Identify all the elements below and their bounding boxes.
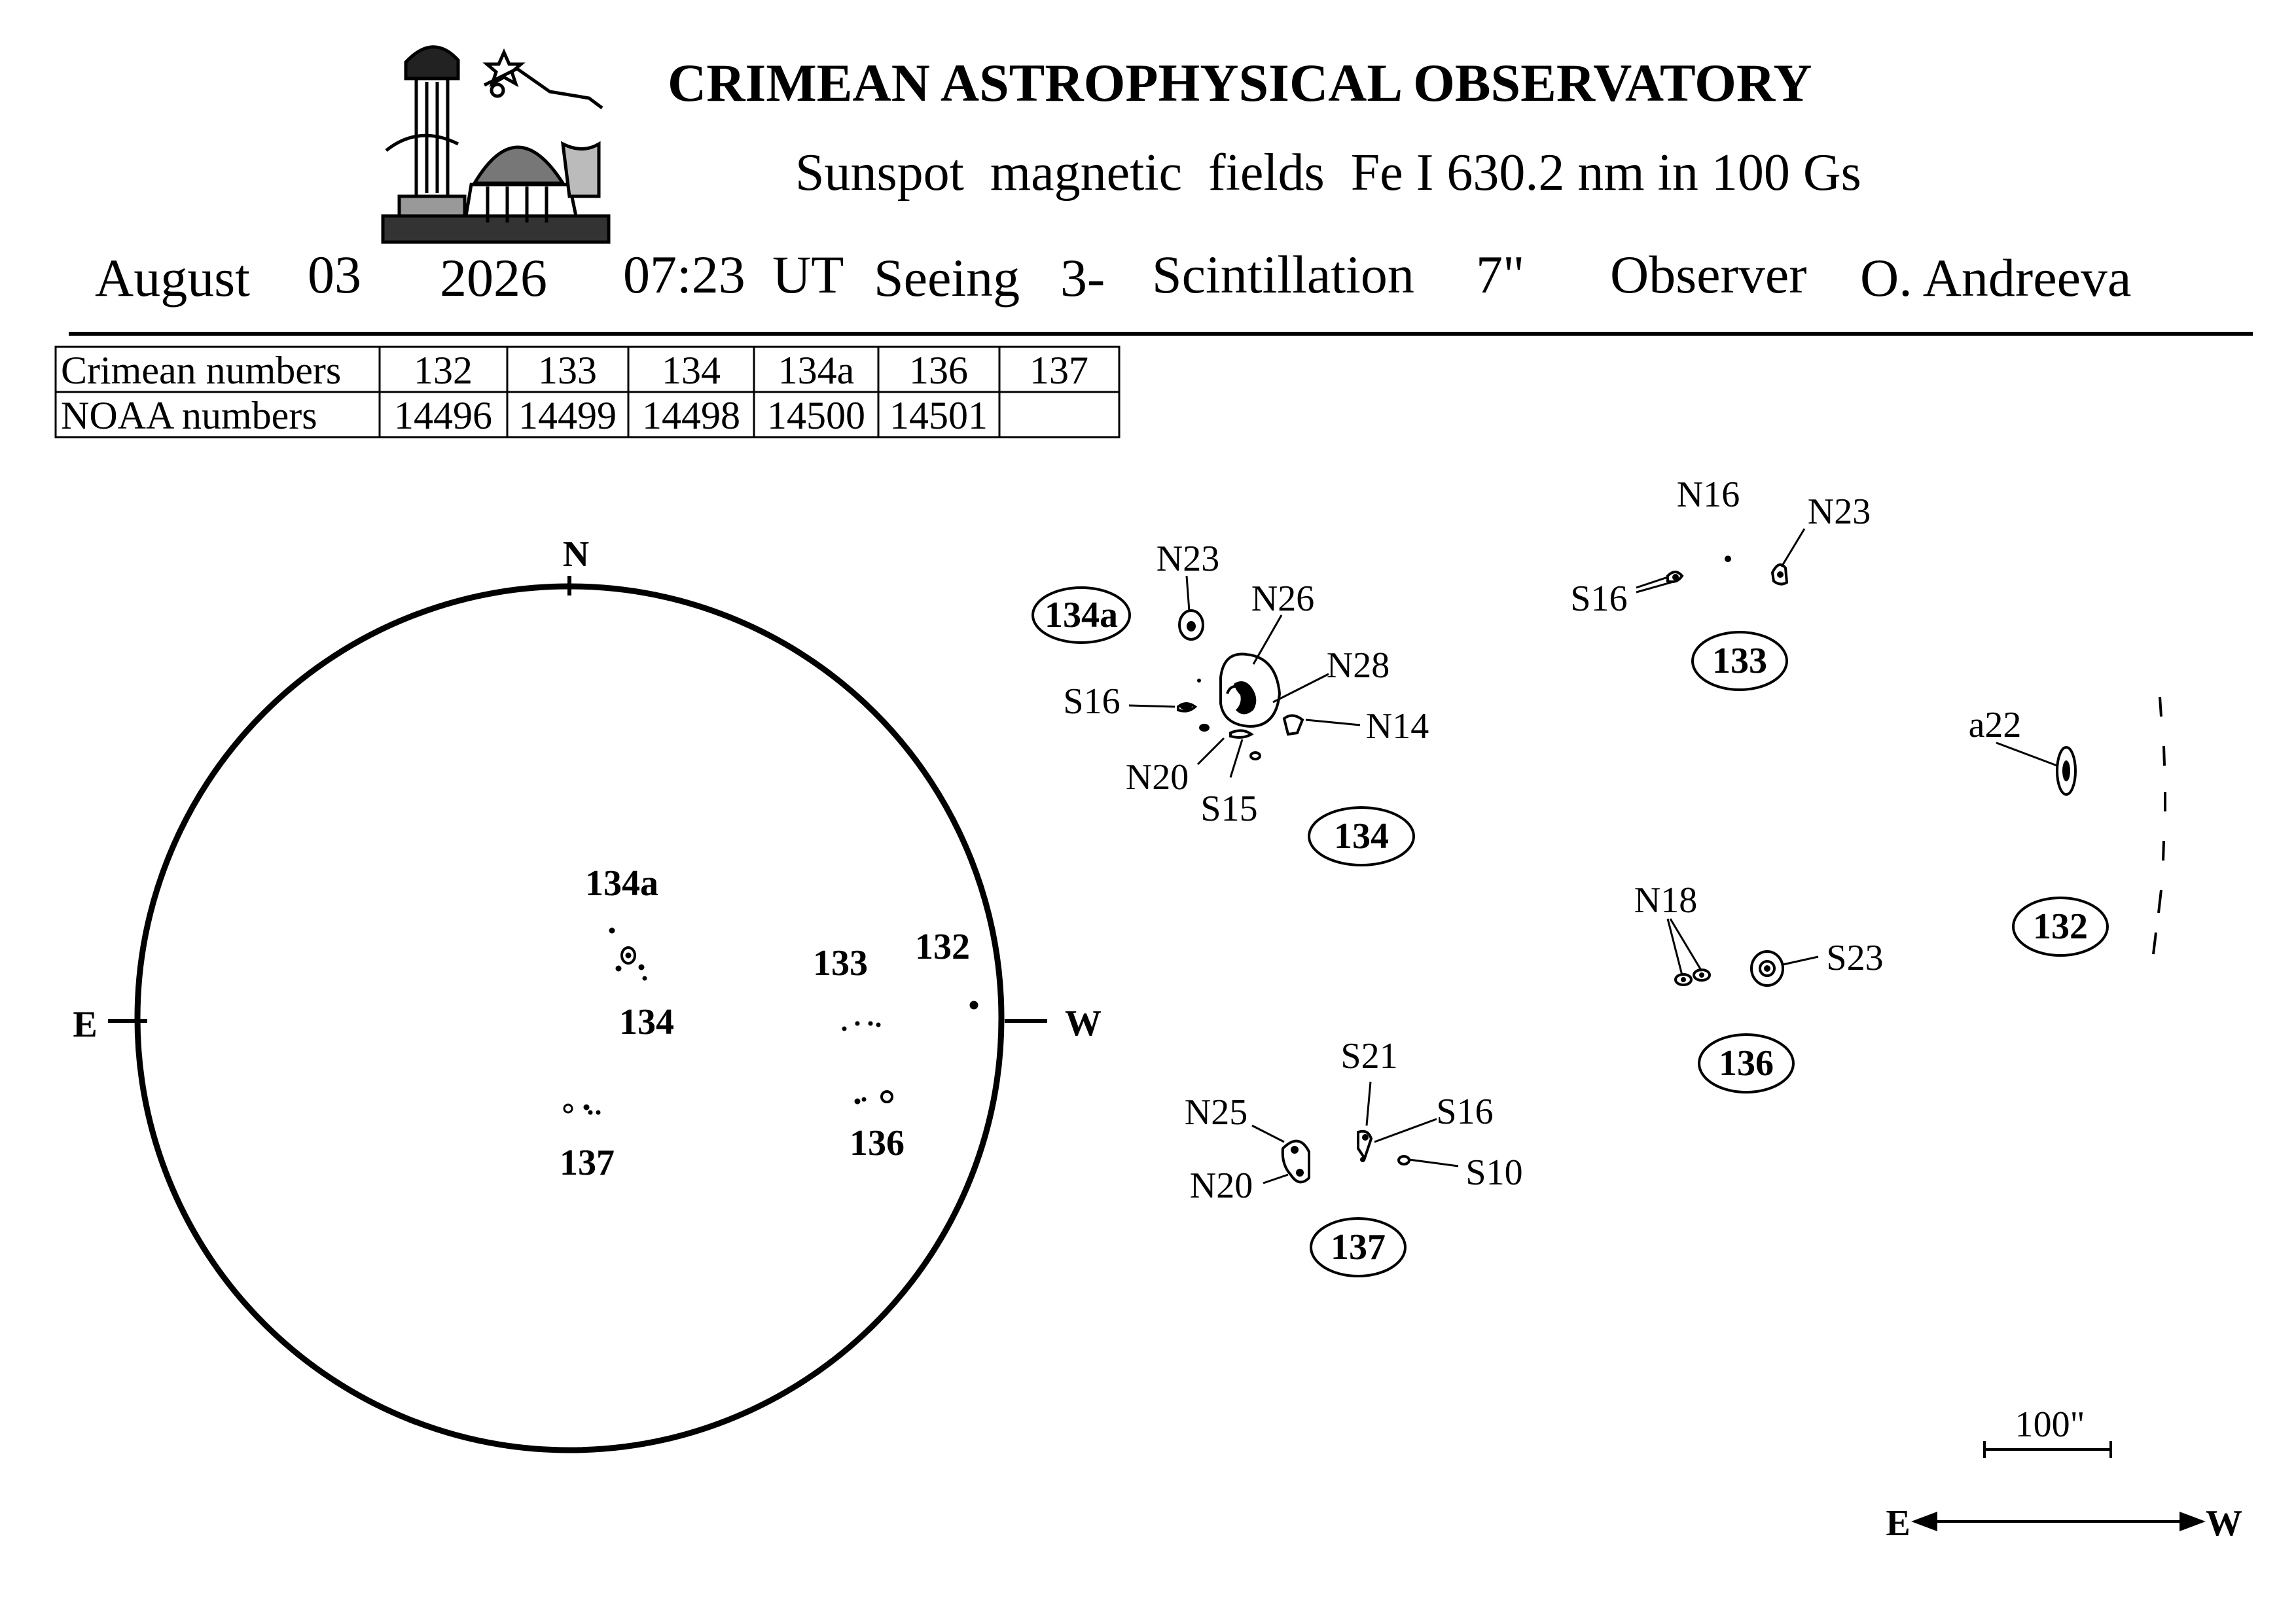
arrow-left-icon bbox=[1911, 1512, 1937, 1531]
obs-seeing-label: Seeing bbox=[874, 248, 1020, 308]
region-137-detail: 137 S21 S16 N25 S10 N20 bbox=[1185, 1036, 1523, 1277]
region-136-badge bbox=[1698, 1033, 1795, 1093]
region-133-name: 133 bbox=[1712, 641, 1767, 681]
obs-seeing-value: 3- bbox=[1060, 248, 1105, 308]
region-134a-badge bbox=[1031, 586, 1131, 644]
disk-region-label: 137 bbox=[560, 1143, 615, 1183]
disk-region-label: 134a bbox=[585, 863, 658, 904]
obs-time-unit: UT bbox=[772, 245, 844, 304]
observation-line: August 03 2026 07:23 UT Seeing 3- Scinti… bbox=[95, 245, 2131, 308]
polarity-label: N28 bbox=[1327, 645, 1390, 686]
west-label: W bbox=[1065, 1003, 1102, 1044]
region-134a-name: 134a bbox=[1045, 595, 1118, 635]
table-cell: 14500 bbox=[767, 394, 865, 437]
obs-time: 07:23 bbox=[623, 245, 745, 304]
obs-observer-name: O. Andreeva bbox=[1860, 248, 2131, 308]
polarity-label: S16 bbox=[1436, 1092, 1493, 1132]
polarity-label: N18 bbox=[1634, 880, 1697, 921]
table-cell: 136 bbox=[909, 349, 968, 392]
polarity-label: N16 bbox=[1677, 474, 1740, 515]
obs-observer-label: Observer bbox=[1610, 245, 1807, 304]
polarity-label: S23 bbox=[1826, 938, 1883, 978]
polarity-label: N20 bbox=[1190, 1165, 1253, 1206]
arrow-east-label: E bbox=[1886, 1503, 1910, 1544]
region-136-detail: 136 N18 S23 bbox=[1634, 880, 1884, 1093]
table-cell: 137 bbox=[1030, 349, 1088, 392]
obs-year: 2026 bbox=[440, 248, 547, 308]
table-row-label: NOAA numbers bbox=[61, 394, 317, 437]
table-row-label: Crimean numbers bbox=[61, 349, 341, 392]
obs-scintillation-label: Scintillation bbox=[1152, 245, 1414, 304]
limb-arc bbox=[2152, 696, 2166, 955]
table-cell: 14501 bbox=[889, 394, 988, 437]
region-133-detail: 133 N16 N23 S16 bbox=[1570, 474, 1871, 691]
region-numbers-table: Crimean numbers 132 133 134 134a 136 137… bbox=[54, 346, 1121, 438]
polarity-label: S16 bbox=[1570, 578, 1627, 619]
orientation-arrow: E W bbox=[1886, 1503, 2242, 1544]
chart-subtitle: Sunspot magnetic fields Fe I 630.2 nm in… bbox=[795, 144, 1861, 202]
disk-region-label: 136 bbox=[850, 1123, 905, 1164]
region-137-badge bbox=[1310, 1217, 1407, 1277]
table-cell: 134a bbox=[778, 349, 855, 392]
polarity-label: S10 bbox=[1465, 1152, 1522, 1193]
scale-bar-label: 100" bbox=[2015, 1404, 2085, 1445]
scale-bar: 100" bbox=[1983, 1404, 2112, 1458]
table-cell: 14496 bbox=[394, 394, 492, 437]
region-134-badge bbox=[1308, 806, 1415, 866]
disk-region-label: 132 bbox=[915, 927, 970, 967]
disk-spots bbox=[563, 927, 978, 1115]
polarity-label: N26 bbox=[1251, 578, 1314, 619]
region-137-name: 137 bbox=[1331, 1227, 1386, 1268]
east-label: E bbox=[73, 1004, 97, 1045]
table-cell: 132 bbox=[414, 349, 473, 392]
region-132-badge bbox=[2012, 897, 2109, 957]
arrow-right-icon bbox=[2179, 1512, 2206, 1531]
disk-region-label: 133 bbox=[813, 943, 868, 984]
table-cell: 133 bbox=[538, 349, 597, 392]
table-cell: 134 bbox=[662, 349, 721, 392]
region-136-name: 136 bbox=[1719, 1043, 1774, 1084]
polarity-label: N23 bbox=[1157, 539, 1219, 579]
obs-day: 03 bbox=[308, 245, 361, 304]
polarity-label: N23 bbox=[1808, 491, 1871, 532]
region-133-badge bbox=[1691, 631, 1788, 691]
observatory-title: CRIMEAN ASTROPHYSICAL OBSERVATORY bbox=[668, 53, 1812, 113]
solar-disk: N E W 134a 132 133 134 136 137 bbox=[73, 534, 1102, 1453]
solar-limb bbox=[134, 583, 1005, 1453]
polarity-label: S16 bbox=[1063, 681, 1120, 722]
arrow-west-label: W bbox=[2206, 1503, 2242, 1544]
table-cell: 14498 bbox=[642, 394, 740, 437]
region-132-name: 132 bbox=[2033, 906, 2088, 947]
obs-month: August bbox=[95, 248, 250, 308]
obs-scintillation-value: 7" bbox=[1476, 245, 1524, 304]
north-label: N bbox=[563, 534, 589, 575]
observatory-logo-icon bbox=[381, 45, 611, 244]
polarity-label: N14 bbox=[1366, 706, 1429, 747]
polarity-label: a22 bbox=[1969, 705, 2022, 745]
polarity-label: N25 bbox=[1185, 1092, 1247, 1133]
polarity-label: S21 bbox=[1340, 1036, 1397, 1076]
region-132-detail: 132 a22 bbox=[1969, 696, 2166, 957]
region-134-detail: 134a 134 N23 N26 N28 S16 N14 N20 S15 bbox=[1031, 539, 1429, 866]
polarity-label: N20 bbox=[1126, 757, 1189, 798]
table-cell: 14499 bbox=[518, 394, 617, 437]
region-134-name: 134 bbox=[1334, 816, 1389, 857]
polarity-label: S15 bbox=[1200, 789, 1257, 829]
disk-region-label: 134 bbox=[619, 1002, 674, 1042]
